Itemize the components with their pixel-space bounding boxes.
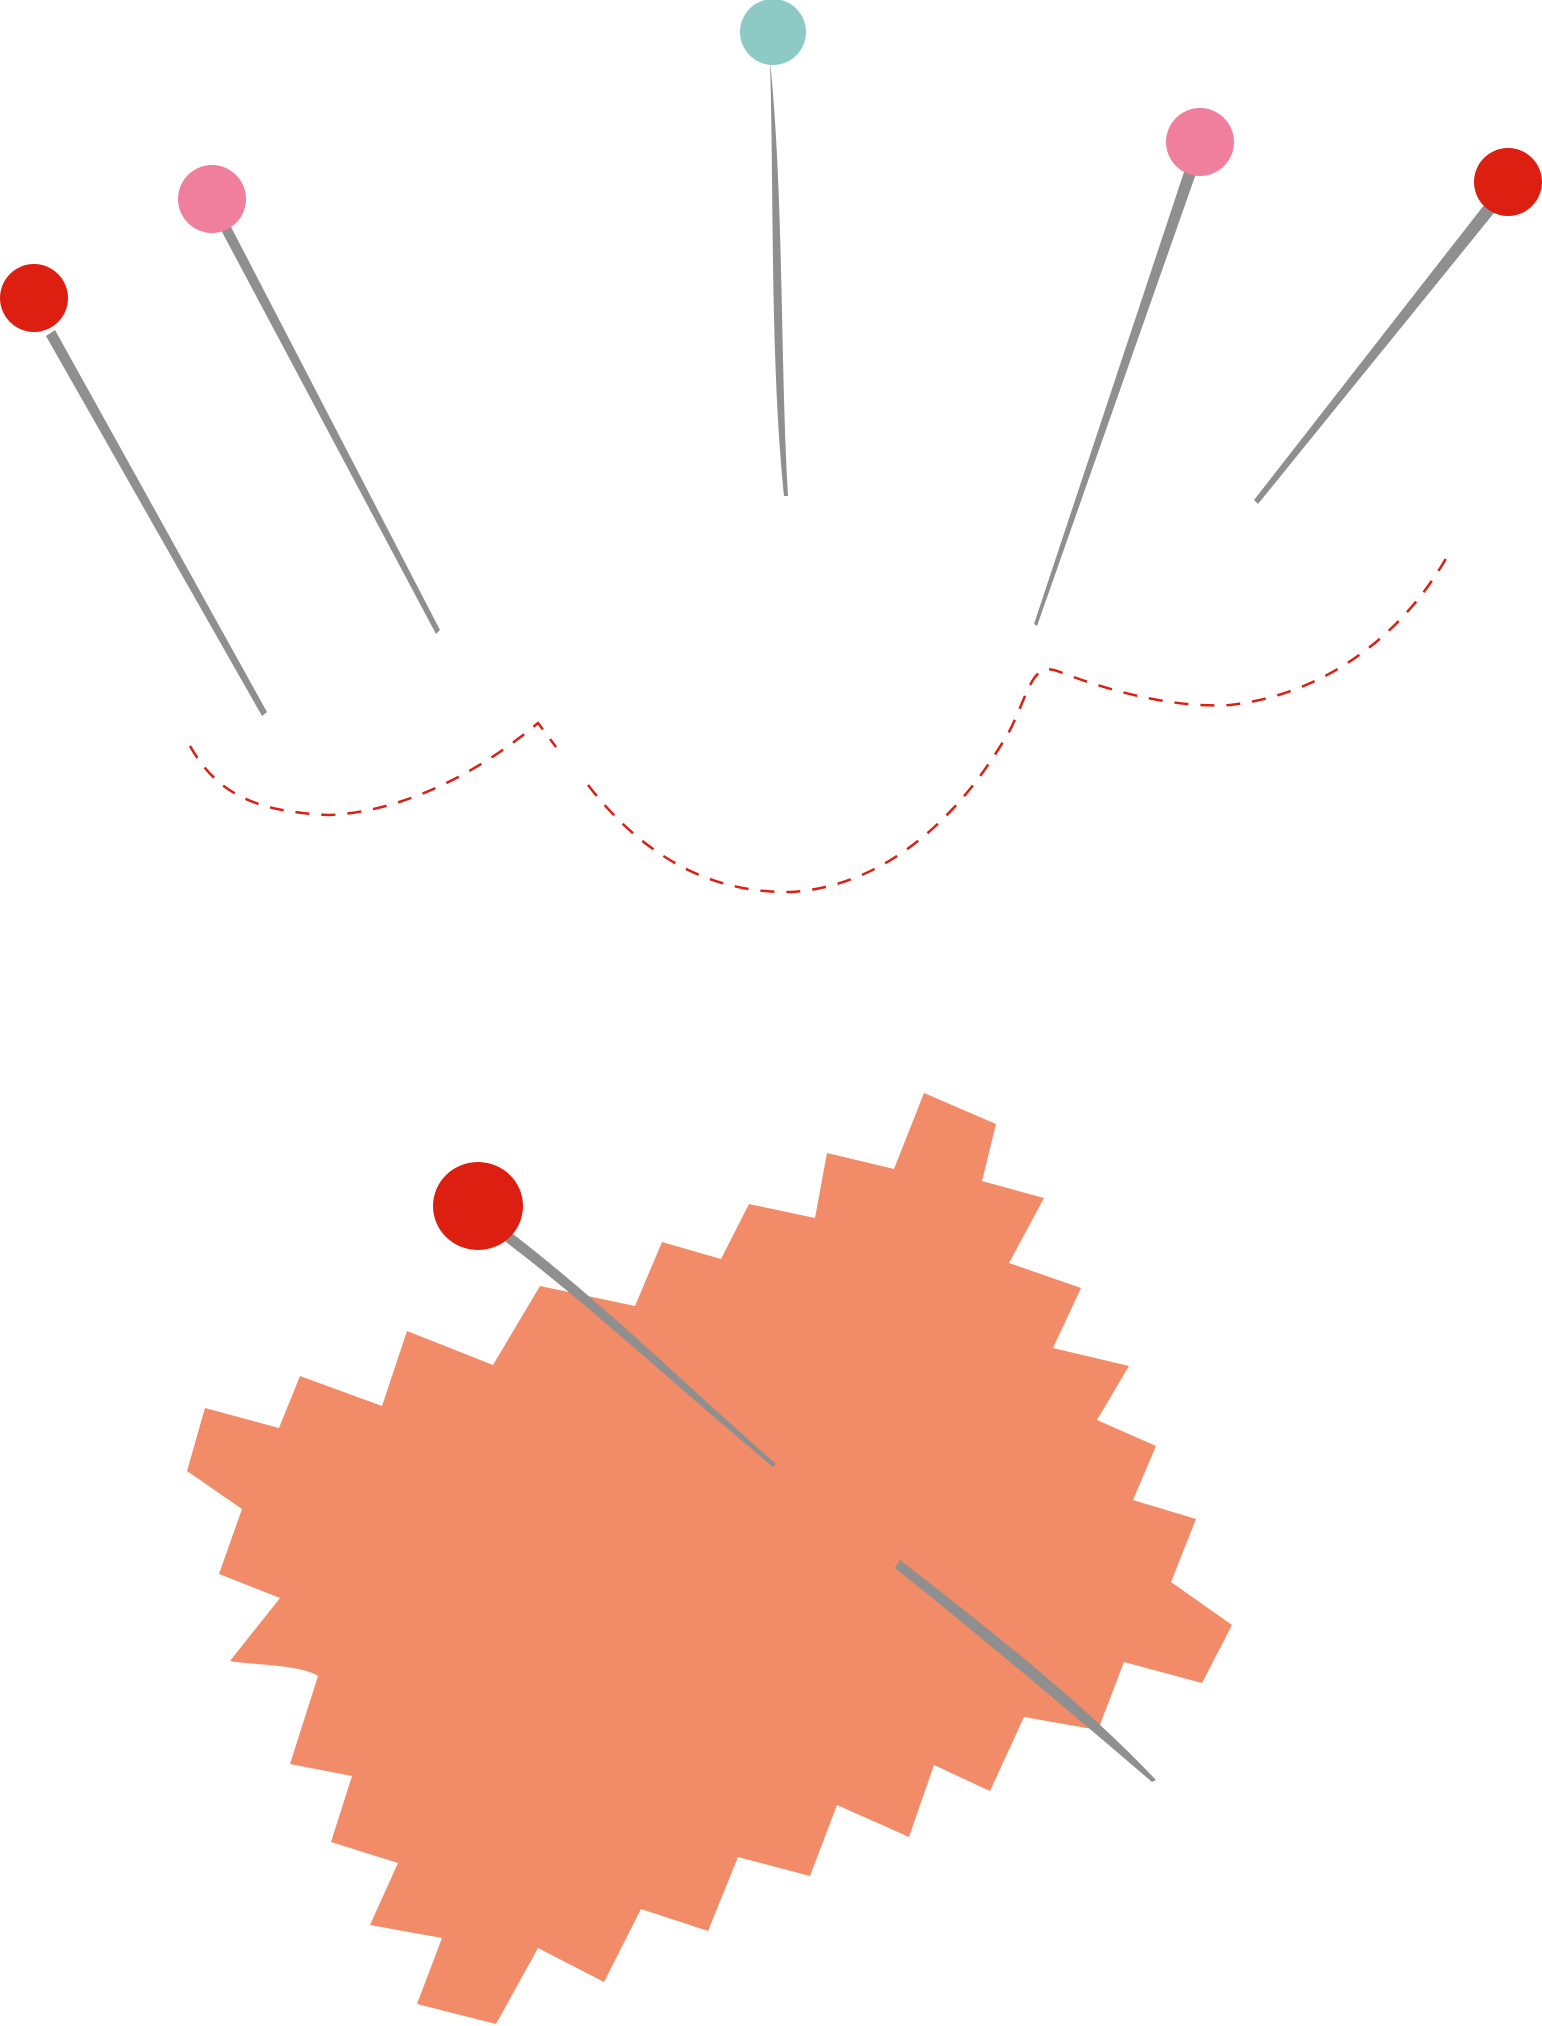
dashed-stitch-line xyxy=(188,554,1450,894)
stitch-segment-left xyxy=(188,721,557,817)
pin-head-pink-icon xyxy=(1166,108,1234,176)
pin-far-left xyxy=(0,264,267,716)
pin-right xyxy=(1034,108,1234,626)
pin-shaft xyxy=(46,330,267,716)
stitch-segment-right xyxy=(587,554,1450,894)
pin-left xyxy=(178,165,440,634)
pin-head-red-icon xyxy=(0,264,68,332)
zigzag-fabric-patch xyxy=(187,1093,1232,2024)
pin-shaft xyxy=(498,1228,776,1467)
pin-head-red-icon xyxy=(1474,148,1542,216)
pin-head-teal-icon xyxy=(740,0,806,65)
pin-far-right xyxy=(1254,148,1542,504)
pin-shaft xyxy=(1034,160,1198,626)
pin-shaft xyxy=(770,60,788,496)
pin-shaft xyxy=(895,1560,1156,1782)
pin-shaft xyxy=(1254,200,1498,504)
pin-head-pink-icon xyxy=(178,165,246,233)
pin-shaft xyxy=(221,225,440,634)
pin-center xyxy=(740,0,806,496)
pin-in-fabric-tail xyxy=(895,1560,1156,1782)
pin-in-fabric-head xyxy=(433,1162,776,1467)
pin-head-red-icon xyxy=(433,1162,523,1250)
